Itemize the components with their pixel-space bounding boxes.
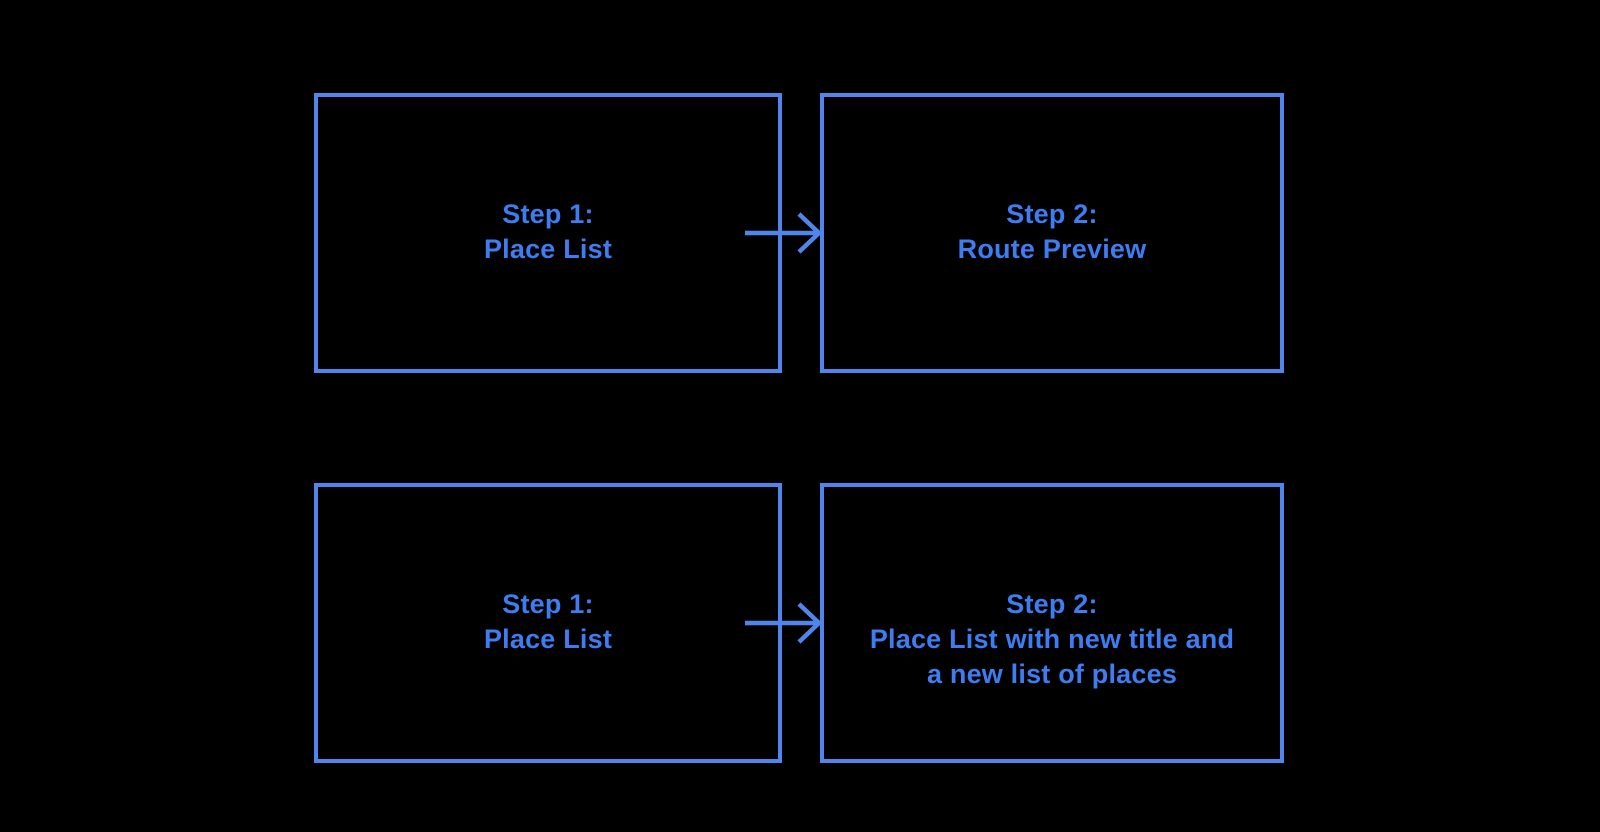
flow2-target-box: Step 2: Place List with new title and a … (820, 483, 1284, 763)
flow1-arrow-icon (745, 212, 823, 254)
flow1-source-box: Step 1: Place List (314, 93, 782, 373)
flow2-source-box: Step 1: Place List (314, 483, 782, 763)
label-line: a new list of places (926, 659, 1178, 689)
arrow-head (797, 212, 823, 254)
label-line: Route Preview (957, 234, 1147, 264)
label-line: Place List (483, 624, 613, 654)
flow1-target-box: Step 2: Route Preview (820, 93, 1284, 373)
flow2-source-label: Step 1: Place List (326, 587, 770, 657)
label-line: Step 1: (502, 199, 594, 229)
flow1-source-label: Step 1: Place List (326, 197, 770, 267)
label-line: Step 2: (1006, 199, 1098, 229)
flow1-target-label: Step 2: Route Preview (832, 197, 1272, 267)
flow2-arrow-icon (745, 602, 823, 644)
label-line: Step 2: (1006, 589, 1098, 619)
label-line: Place List with new title and (869, 624, 1235, 654)
flow2-target-label: Step 2: Place List with new title and a … (832, 587, 1272, 692)
label-line: Step 1: (502, 589, 594, 619)
arrow-head (797, 602, 823, 644)
label-line: Place List (483, 234, 613, 264)
